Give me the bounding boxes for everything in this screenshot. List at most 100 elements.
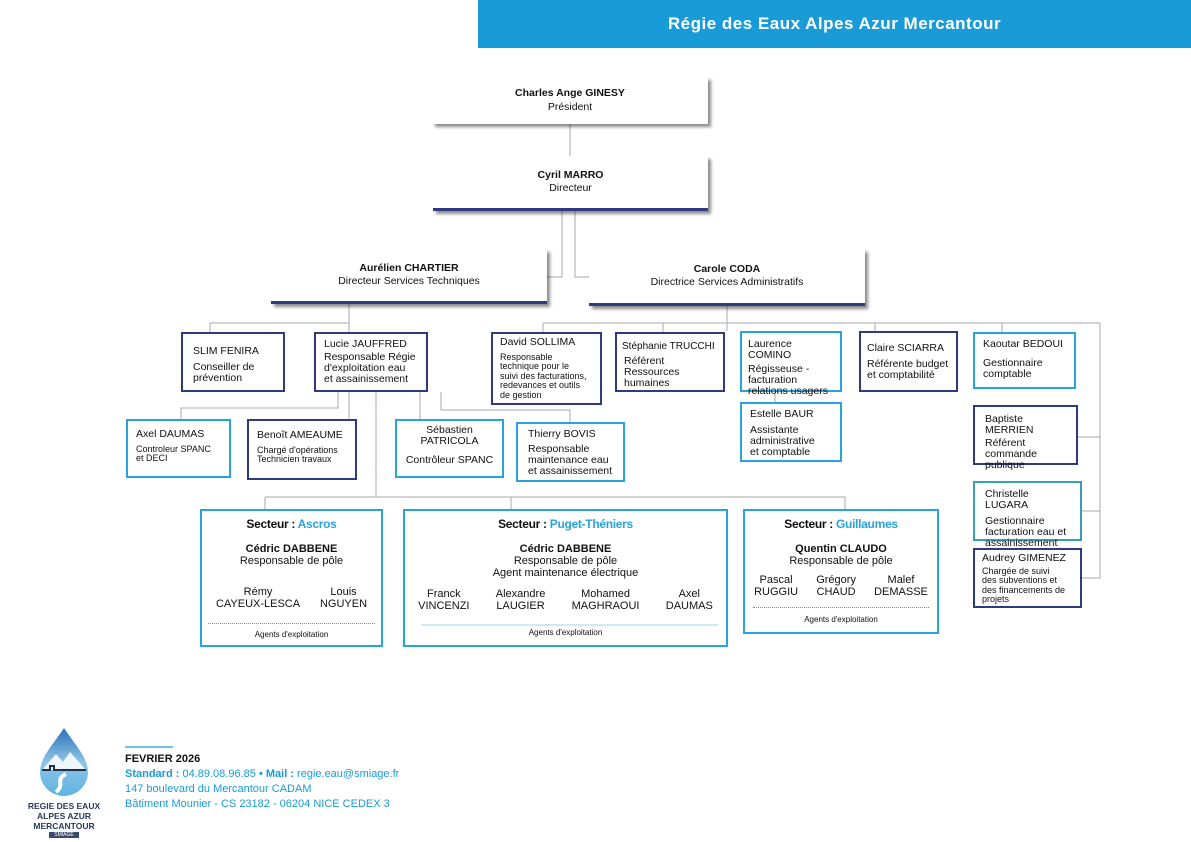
director-role: Directeur: [549, 182, 592, 194]
president-name: Charles Ange GINESY: [515, 87, 625, 100]
header-banner: Régie des Eaux Alpes Azur Mercantour: [478, 0, 1191, 48]
sector-label: Secteur :: [784, 517, 833, 531]
agent: Mohamed MAGHRAOUI: [571, 588, 640, 612]
person-role: Référente budget et comptabilité: [867, 358, 949, 382]
agents-label: Agents d'exploitation: [804, 615, 878, 624]
lead-name: Cédric DABBENE: [245, 543, 338, 555]
sector-label: Secteur :: [246, 517, 296, 531]
person-lugara: Christelle LUGARA Gestionnaire facturatio…: [973, 481, 1082, 549]
person-role: Responsable maintenance eau et assainiss…: [528, 443, 613, 478]
agent: Grégory CHAUD: [816, 574, 856, 598]
person-role: Controleur SPANC et DECI: [136, 444, 211, 464]
person-role: Régisseuse - facturation relations usage…: [748, 363, 828, 398]
tech-director-role: Directeur Services Techniques: [338, 275, 480, 287]
person-name: Stéphanie TRUCCHI: [622, 341, 715, 352]
sector-name: Ascros: [297, 517, 337, 531]
footer-date: FEVRIER 2026: [125, 753, 201, 765]
person-fenira: SLIM FENIRA Conseiller de prévention: [181, 332, 285, 392]
footer-contact: FEVRIER 2026 Standard : 04.89.08.96.85 •…: [125, 746, 399, 812]
divider: [753, 607, 929, 608]
admin-director-role: Directrice Services Administratifs: [650, 276, 804, 288]
lead-role: Responsable de pôle Agent maintenance él…: [492, 555, 639, 579]
admin-director-box: Carole CODA Directrice Services Administ…: [589, 249, 865, 306]
person-role: Responsable Régie d'exploitation eau et …: [324, 351, 416, 386]
person-name: SLIM FENIRA: [193, 345, 259, 357]
sector-ascros: Secteur : Ascros Cédric DABBENE Responsa…: [200, 509, 383, 647]
person-role: Chargé d'opérations Technicien travaux: [257, 445, 338, 465]
director-box: Cyril MARRO Directeur: [433, 156, 708, 211]
lead-role: Responsable de pôle: [789, 555, 893, 567]
person-name: Benoît AMEAUME: [257, 429, 343, 441]
person-sciarra: Claire SCIARRA Référente budget et compta…: [859, 331, 958, 392]
phone: 04.89.08.96.85: [182, 768, 256, 780]
person-name: Kaoutar BEDOUI: [983, 338, 1063, 350]
divider: [208, 623, 375, 624]
separator: •: [258, 768, 263, 780]
sector-name: Guillaumes: [836, 517, 898, 531]
tech-director-name: Aurélien CHARTIER: [359, 261, 459, 274]
lead-role: Responsable de pôle: [239, 555, 344, 567]
email-link[interactable]: regie.eau@smiage.fr: [297, 768, 400, 780]
agents-label: Agents d'exploitation: [528, 628, 603, 637]
agent: Pascal RUGGIU: [754, 574, 799, 598]
person-ameaume: Benoît AMEAUME Chargé d'opérations Techni…: [247, 419, 357, 480]
person-trucchi: Stéphanie TRUCCHI Référent Ressources hum…: [615, 332, 725, 392]
agents-label: Agents d'exploitation: [254, 630, 329, 639]
person-name: Estelle BAUR: [750, 408, 814, 420]
person-bovis: Thierry BOVIS Responsable maintenance eau…: [516, 422, 625, 482]
person-role: Chargée de suivi des subventions et des …: [982, 566, 1066, 605]
logo-line-3: SMIAGE: [49, 832, 79, 838]
sector-guillaumes: Secteur : Guillaumes Quentin CLAUDO Resp…: [743, 509, 939, 634]
admin-director-name: Carole CODA: [693, 262, 761, 275]
person-role: Assistante administrative et comptable: [750, 424, 815, 459]
agent: Franck VINCENZI: [418, 588, 470, 612]
president-role: Président: [547, 100, 593, 113]
person-baur: Estelle BAUR Assistante administrative et…: [740, 402, 842, 462]
standard-label: Standard :: [125, 768, 180, 780]
person-name: Baptiste MERRIEN: [985, 413, 1034, 437]
president-box: Charles Ange GINESY Président: [432, 77, 708, 124]
person-role: Gestionnaire facturation eau et assainis…: [985, 515, 1067, 550]
person-role: Conseiller de prévention: [193, 361, 255, 385]
person-sollima: David SOLLIMA Responsable technique pour …: [491, 332, 602, 405]
person-name: Laurence COMINO: [748, 338, 792, 362]
mail-label: Mail :: [265, 768, 294, 780]
divider: [421, 624, 718, 626]
person-name: Lucie JAUFFRED: [324, 338, 407, 350]
person-role: Responsable technique pour le suivi des …: [500, 352, 587, 400]
person-patricola: Sébastien PATRICOLA Contrôleur SPANC: [395, 419, 504, 478]
address-line-2: Bâtiment Mounier - CS 23182 - 06204 NICE…: [125, 798, 390, 810]
agent: Louis NGUYEN: [319, 586, 368, 610]
tech-director-box: Aurélien CHARTIER Directeur Services Tec…: [271, 249, 547, 304]
sector-label: Secteur :: [498, 517, 547, 531]
agent: Malef DEMASSE: [874, 574, 928, 598]
person-name: Thierry BOVIS: [528, 428, 596, 440]
person-name: Sébastien PATRICOLA: [420, 424, 479, 448]
agent: Alexandre LAUGIER: [495, 588, 546, 612]
agent: Rémy CAYEUX-LESCA: [215, 586, 301, 610]
person-name: Christelle LUGARA: [985, 488, 1029, 512]
sector-name: Puget-Théniers: [549, 517, 633, 531]
person-role: Référent commande publique: [985, 437, 1037, 472]
logo: REGIE DES EAUX ALPES AZUR MERCANTOUR SMI…: [14, 726, 114, 838]
person-bedoui: Kaoutar BEDOUI Gestionnaire comptable: [973, 332, 1076, 389]
logo-line-2: ALPES AZUR MERCANTOUR: [33, 811, 95, 831]
lead-name: Cédric DABBENE: [519, 543, 612, 555]
person-name: David SOLLIMA: [500, 336, 576, 348]
person-gimenez: Audrey GIMENEZ Chargée de suivi des subve…: [973, 548, 1082, 608]
logo-line-1: REGIE DES EAUX: [27, 801, 101, 811]
lead-name: Quentin CLAUDO: [795, 543, 887, 555]
person-name: Claire SCIARRA: [867, 342, 945, 354]
person-role: Contrôleur SPANC: [405, 454, 494, 467]
person-role: Référent Ressources humaines: [624, 354, 680, 389]
address-line-1: 147 boulevard du Mercantour CADAM: [125, 783, 312, 795]
person-role: Gestionnaire comptable: [983, 357, 1043, 381]
sector-puget-theniers: Secteur : Puget-Théniers Cédric DABBENE …: [403, 509, 728, 647]
person-name: Audrey GIMENEZ: [982, 552, 1067, 564]
director-name: Cyril MARRO: [537, 168, 604, 181]
